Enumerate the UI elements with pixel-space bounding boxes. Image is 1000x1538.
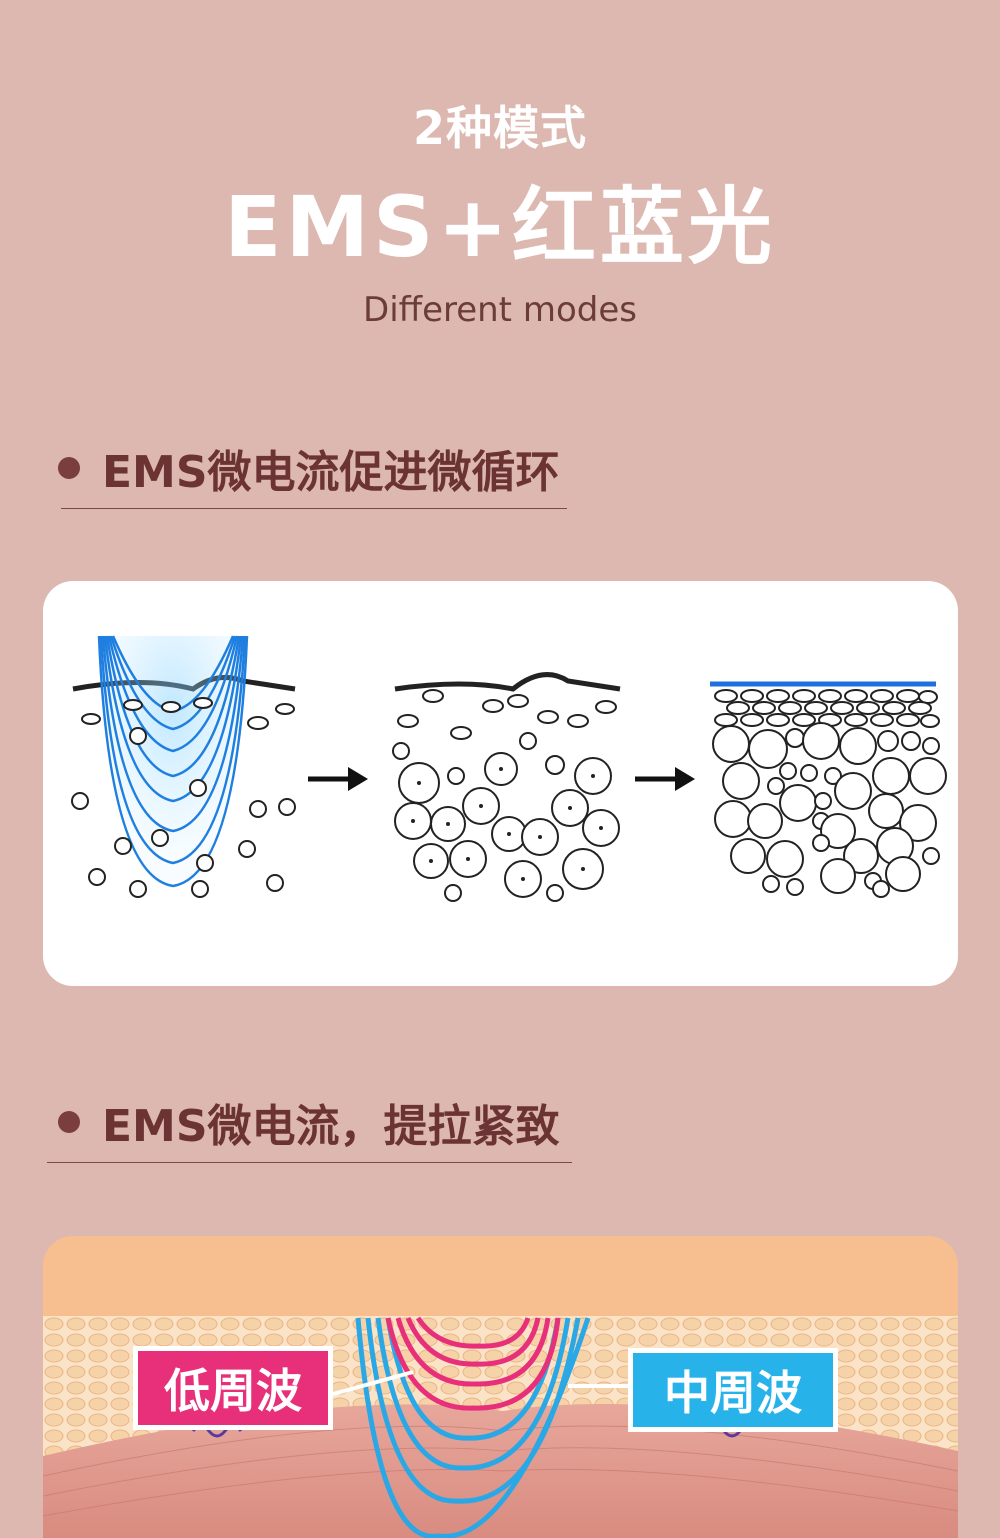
section-heading-lifting: EMS微电流，提拉紧致: [58, 1092, 560, 1152]
mid-frequency-label: 中周波: [628, 1348, 838, 1432]
section-heading-text: EMS微电流，提拉紧致: [102, 1101, 560, 1152]
panel-before-ems: [71, 635, 296, 898]
microcirculation-illustration-card: [43, 581, 958, 986]
skin-cells-diagram: [71, 635, 947, 902]
low-frequency-label-text: 低周波: [164, 1364, 302, 1418]
section-heading-text: EMS微电流促进微循环: [102, 447, 560, 498]
arrow-right-icon: [308, 767, 368, 791]
section-divider: [47, 1162, 572, 1163]
page-title: EMS+红蓝光: [224, 178, 776, 276]
arrow-right-icon: [635, 767, 695, 791]
low-frequency-label: 低周波: [133, 1346, 333, 1430]
panel-cells-activated: [392, 672, 621, 902]
panel-skin-firmed: [710, 681, 947, 898]
bullet-dot-icon: [58, 1111, 80, 1133]
bullet-dot-icon: [58, 457, 80, 479]
lifting-illustration-card: 低周波 中周波: [43, 1236, 958, 1538]
section-divider: [61, 508, 567, 509]
mid-frequency-label-text: 中周波: [664, 1366, 802, 1420]
english-subtitle: Different modes: [363, 290, 637, 330]
section-heading-microcirculation: EMS微电流促进微循环: [58, 438, 560, 498]
modes-count-text: 2种模式: [412, 101, 587, 155]
